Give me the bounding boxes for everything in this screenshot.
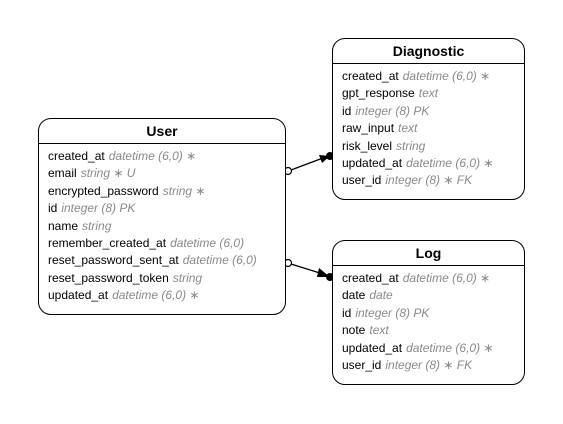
attribute-name: raw_input <box>342 121 395 136</box>
attribute-name: risk_level <box>342 138 393 153</box>
attribute-name: remember_created_at <box>48 235 167 250</box>
attribute-name: email <box>48 166 77 181</box>
attribute-name: created_at <box>342 271 399 285</box>
attribute-name: updated_at <box>342 340 403 355</box>
attribute-type: integer (8) PK <box>355 305 430 320</box>
attribute-type: date <box>369 288 393 303</box>
attribute-name: updated_at <box>48 288 109 303</box>
attribute-name: id <box>342 305 352 320</box>
attribute-name: reset_password_sent_at <box>48 253 179 268</box>
relationship-user-log <box>283 258 334 281</box>
attribute-type: string ∗ U <box>80 166 136 181</box>
attribute-name: created_at <box>48 149 105 163</box>
attribute-type: integer (8) ∗ FK <box>385 357 473 372</box>
attribute-type: datetime (6,0) ∗ <box>402 271 491 285</box>
attribute-type: integer (8) PK <box>355 103 430 118</box>
attribute-type: string ∗ <box>162 183 206 198</box>
relationship-user-diagnostic <box>283 152 334 176</box>
entity-title: Diagnostic <box>333 39 524 64</box>
attribute-type: string <box>82 218 112 233</box>
attribute-name: note <box>342 323 366 338</box>
relationship-line <box>290 263 324 275</box>
attribute-type: integer (8) PK <box>61 201 136 216</box>
attribute-name: gpt_response <box>342 86 415 101</box>
attribute-type: datetime (6,0) ∗ <box>406 340 494 355</box>
attribute-name: id <box>48 201 58 216</box>
attribute-type: datetime (6,0) <box>182 253 257 268</box>
attribute-name: encrypted_password <box>48 183 159 198</box>
relationship-line <box>290 157 324 171</box>
attribute-type: string <box>172 270 203 285</box>
attribute-type: datetime (6,0) <box>170 235 245 250</box>
attribute-type: datetime (6,0) ∗ <box>406 155 494 170</box>
attribute-type: text <box>418 86 439 101</box>
entity-title: Log <box>333 241 524 266</box>
attribute-name: reset_password_token <box>48 270 169 285</box>
attribute-name: user_id <box>342 173 382 188</box>
attribute-type: text <box>398 121 418 136</box>
attribute-type: text <box>369 323 389 338</box>
attribute-name: updated_at <box>342 155 403 170</box>
attribute-name: created_at <box>342 69 399 83</box>
attribute-name: name <box>48 218 79 233</box>
attribute-name: date <box>342 288 366 303</box>
attribute-name: user_id <box>342 357 382 372</box>
attribute-type: datetime (6,0) ∗ <box>108 149 197 163</box>
attribute-type: integer (8) ∗ FK <box>385 173 473 188</box>
attribute-type: datetime (6,0) ∗ <box>112 288 200 303</box>
entity-title: User <box>39 119 285 144</box>
attribute-type: string <box>396 138 426 153</box>
attribute-name: id <box>342 103 352 118</box>
attribute-type: datetime (6,0) ∗ <box>402 69 491 83</box>
